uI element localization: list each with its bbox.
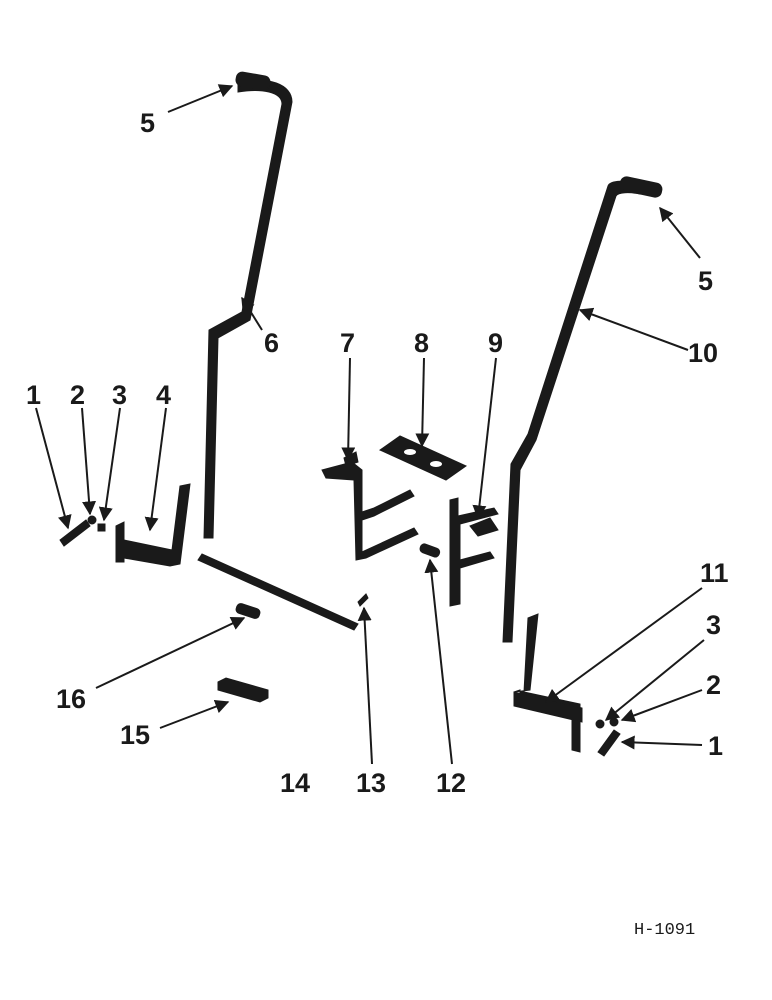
right-clip-part-1 — [597, 729, 621, 757]
callout-5-right: 5 — [698, 266, 713, 296]
left-washer-part-3 — [97, 523, 106, 532]
leader-3-left — [98, 407, 121, 522]
leader-5-right — [659, 206, 701, 259]
callout-5-left: 5 — [140, 108, 155, 138]
callout-3-left: 3 — [112, 380, 127, 410]
bolt-part-13 — [357, 593, 369, 607]
leader-7 — [341, 357, 356, 462]
callout-6: 6 — [264, 328, 279, 358]
callout-labels: 5 6 1 2 3 4 7 8 9 5 10 11 3 2 1 12 13 14… — [26, 108, 729, 798]
callout-10: 10 — [688, 338, 718, 368]
plate-part-16 — [235, 603, 261, 619]
callout-1-left: 1 — [26, 380, 41, 410]
plate-part-15 — [217, 677, 269, 703]
callout-4: 4 — [156, 380, 171, 410]
left-bracket-part-4 — [115, 483, 191, 567]
leader-6 — [241, 296, 263, 331]
leader-9 — [472, 357, 497, 520]
cross-bar-part-14 — [197, 553, 359, 631]
callout-3-right: 3 — [706, 610, 721, 640]
leader-1-right — [620, 735, 703, 750]
right-grip-part-5 — [619, 176, 663, 198]
leader-5-left — [167, 84, 234, 113]
leader-15 — [159, 699, 230, 729]
center-bracket-part-9 — [449, 497, 499, 607]
left-handle-part-6 — [203, 71, 293, 539]
leader-16 — [95, 617, 246, 689]
left-grip-part-5 — [235, 71, 271, 91]
leader-13 — [357, 606, 373, 765]
leader-lines — [35, 84, 705, 765]
callout-7: 7 — [340, 328, 355, 358]
leader-4 — [144, 407, 167, 532]
plate-part-8 — [378, 435, 468, 481]
leader-3-right — [604, 639, 705, 721]
callout-15: 15 — [120, 720, 150, 750]
center-bracket-part-7 — [321, 451, 419, 561]
left-clip-part-1 — [59, 519, 91, 547]
callout-11: 11 — [700, 558, 729, 588]
callout-9: 9 — [488, 328, 503, 358]
callout-2-right: 2 — [706, 670, 721, 700]
callout-1-right: 1 — [708, 731, 723, 761]
left-pin-part-2 — [87, 515, 97, 525]
leader-2-right — [620, 689, 703, 723]
leader-12 — [424, 558, 453, 765]
leader-2-left — [81, 407, 97, 516]
callout-8: 8 — [414, 328, 429, 358]
pin-part-12 — [419, 543, 441, 558]
callout-13: 13 — [356, 768, 386, 798]
left-fasteners-parts-1-2-3 — [59, 515, 106, 547]
callout-16: 16 — [56, 684, 86, 714]
leader-10 — [578, 307, 689, 351]
right-fasteners-parts-1-2-3 — [595, 717, 621, 757]
right-pin-part-2 — [609, 717, 619, 727]
leader-8 — [415, 357, 430, 448]
callout-2-left: 2 — [70, 380, 85, 410]
right-handle-part-10 — [502, 176, 663, 643]
callout-12: 12 — [436, 768, 466, 798]
figure-id: H-1091 — [634, 921, 695, 940]
leader-11 — [544, 587, 703, 703]
leader-1-left — [35, 407, 72, 530]
callout-14: 14 — [280, 768, 310, 798]
right-washer-part-3 — [595, 719, 605, 729]
